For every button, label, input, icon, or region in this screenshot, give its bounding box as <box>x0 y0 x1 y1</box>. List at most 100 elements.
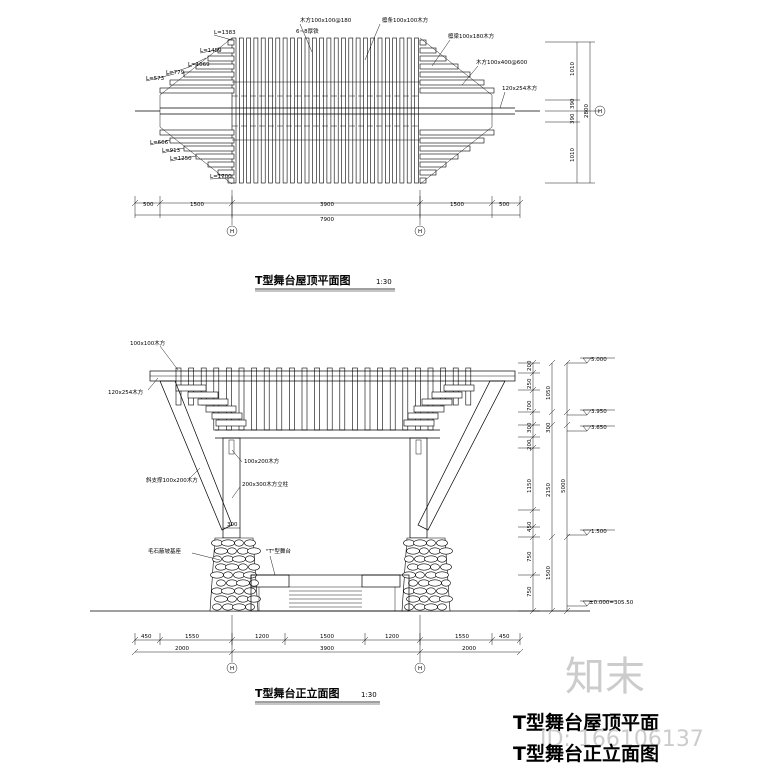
level-triangle <box>582 529 592 536</box>
plan-outline-right <box>419 37 493 185</box>
plan-rafter <box>253 37 259 184</box>
dim-tick <box>131 648 139 656</box>
stone-bases <box>209 537 453 612</box>
plan-board <box>183 145 235 152</box>
stone <box>418 579 430 587</box>
callout-column: 200x300木方立柱 <box>242 480 289 488</box>
plan-board <box>419 39 427 46</box>
stone <box>414 555 426 563</box>
dim-inner-6: 1150 <box>527 479 533 493</box>
plan-rafter <box>311 37 317 184</box>
plan-board <box>207 161 235 168</box>
stone <box>440 563 452 571</box>
stone <box>223 571 233 579</box>
plan-length-labels: L=1383L=1459L=1069L=779L=573L=666L=913L=… <box>145 30 236 180</box>
stone <box>211 587 223 595</box>
plan-board <box>419 71 471 78</box>
stone <box>212 555 222 563</box>
length-label: L=573 <box>146 76 165 82</box>
stone <box>227 595 237 603</box>
stone <box>232 603 246 611</box>
callout-main-beam: 木方100x400@600 <box>476 58 528 66</box>
dim-b1-4: 1500 <box>320 634 334 640</box>
plan-board <box>419 153 459 160</box>
plan-board <box>217 169 235 176</box>
dim-total: 7900 <box>320 217 334 223</box>
length-label: L=779 <box>166 70 185 76</box>
column-width: 300 <box>227 522 238 528</box>
stone <box>238 563 248 571</box>
plan-rafter <box>290 37 295 184</box>
length-label: L=666 <box>150 140 169 146</box>
stage-platform <box>250 574 410 612</box>
leader-line <box>191 552 221 561</box>
dim-tick <box>548 533 556 541</box>
stone <box>435 571 449 579</box>
stone <box>404 555 414 563</box>
plan-board <box>419 63 459 70</box>
footer-line-1: T型舞台屋顶平面 <box>513 711 659 734</box>
leader-line <box>159 345 179 371</box>
dim-tick <box>563 408 571 416</box>
axis-label: H <box>230 229 234 235</box>
stone <box>215 563 227 571</box>
stone <box>245 603 255 611</box>
stone <box>221 539 235 547</box>
rafter <box>314 367 320 431</box>
dim-inner-8: 750 <box>527 551 533 562</box>
stone <box>415 571 425 579</box>
board <box>197 398 229 406</box>
plan-rafter <box>363 37 368 184</box>
leader-line <box>213 34 233 41</box>
leader-line <box>161 147 185 154</box>
dim-tick <box>516 648 524 656</box>
stone <box>214 595 228 603</box>
board <box>403 419 435 427</box>
leader-line <box>299 23 313 53</box>
leader-line <box>364 23 381 61</box>
stone <box>216 579 226 587</box>
plan-rafter <box>260 37 266 184</box>
dim-b2-3: 2000 <box>462 646 476 652</box>
length-label: L=1700 <box>210 174 232 180</box>
stone <box>428 579 442 587</box>
callout-rafter: 木方100x100@180 <box>300 16 352 24</box>
dim-b2-1: 2000 <box>175 646 189 652</box>
level-zero: ±0.000=305.50 <box>589 600 634 606</box>
stone <box>236 579 250 587</box>
stone <box>226 579 238 587</box>
dim-b1-6: 1550 <box>455 634 469 640</box>
plan-rafter <box>326 37 332 184</box>
plan-board <box>159 87 235 94</box>
rafter <box>289 367 295 431</box>
board <box>215 419 247 427</box>
level-5000: 5.000 <box>591 357 607 363</box>
level-triangle <box>582 425 592 432</box>
dim-mid-2: 300 <box>546 422 552 433</box>
stone <box>408 579 418 587</box>
dim-right-1: 1010 <box>570 62 576 76</box>
leader-line <box>145 73 175 82</box>
axis-label-right: H <box>598 109 602 115</box>
stone <box>244 539 256 547</box>
board <box>421 398 453 406</box>
stage-block-right <box>361 574 401 588</box>
stone <box>211 539 223 547</box>
stone <box>419 595 429 603</box>
stone <box>403 539 415 547</box>
dim-tick <box>548 359 556 367</box>
stone <box>436 539 448 547</box>
board <box>175 384 207 392</box>
axis-bubble <box>226 662 238 674</box>
plan-slats <box>159 37 495 185</box>
stone <box>426 587 436 595</box>
stone <box>222 555 234 563</box>
dim-inner-2: 250 <box>527 378 533 389</box>
plan-rafter <box>246 37 251 184</box>
plan-rafter <box>304 37 310 184</box>
plan-board <box>195 153 235 160</box>
plan-board <box>419 55 447 62</box>
dim-b1-2: 1550 <box>185 634 199 640</box>
stone <box>436 587 448 595</box>
